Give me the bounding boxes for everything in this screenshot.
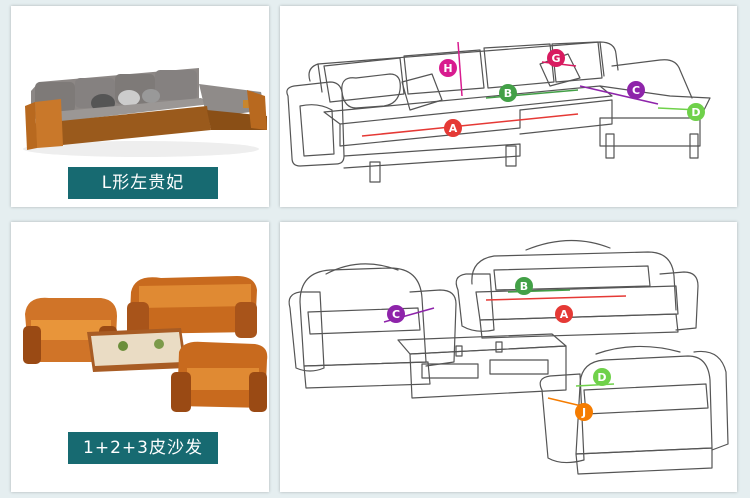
marker-g: G bbox=[547, 49, 565, 67]
svg-text:J: J bbox=[581, 406, 586, 419]
l-shape-photo-panel bbox=[11, 6, 269, 207]
leather-set-diagram-panel: A B C D J bbox=[280, 222, 737, 492]
l-shape-diagram-panel: A B C D G H bbox=[280, 6, 737, 207]
svg-text:D: D bbox=[597, 371, 606, 384]
l-shape-label: L形左贵妃 bbox=[68, 167, 218, 199]
svg-text:B: B bbox=[520, 280, 528, 293]
marker-b: B bbox=[515, 277, 533, 295]
marker-a: A bbox=[444, 119, 462, 137]
svg-text:H: H bbox=[443, 62, 452, 75]
l-shape-sofa-diagram: A B C D G H bbox=[286, 41, 711, 183]
svg-text:B: B bbox=[504, 87, 512, 100]
svg-text:C: C bbox=[392, 308, 400, 321]
leather-sofa-set-photo bbox=[23, 276, 268, 412]
svg-text:A: A bbox=[560, 308, 569, 321]
leather-set-label: 1+2+3皮沙发 bbox=[68, 432, 218, 464]
svg-text:A: A bbox=[449, 122, 458, 135]
marker-b: B bbox=[499, 84, 517, 102]
leather-sofa-set-diagram: A B C D J bbox=[288, 239, 729, 475]
marker-j: J bbox=[575, 403, 593, 421]
l-shape-sofa-photo bbox=[23, 68, 267, 157]
marker-c: C bbox=[387, 305, 405, 323]
svg-text:C: C bbox=[632, 84, 640, 97]
marker-d: D bbox=[687, 103, 705, 121]
svg-text:G: G bbox=[551, 52, 560, 65]
marker-c: C bbox=[627, 81, 645, 99]
marker-h: H bbox=[439, 59, 457, 77]
marker-d: D bbox=[593, 368, 611, 386]
svg-text:D: D bbox=[691, 106, 700, 119]
marker-a: A bbox=[555, 305, 573, 323]
